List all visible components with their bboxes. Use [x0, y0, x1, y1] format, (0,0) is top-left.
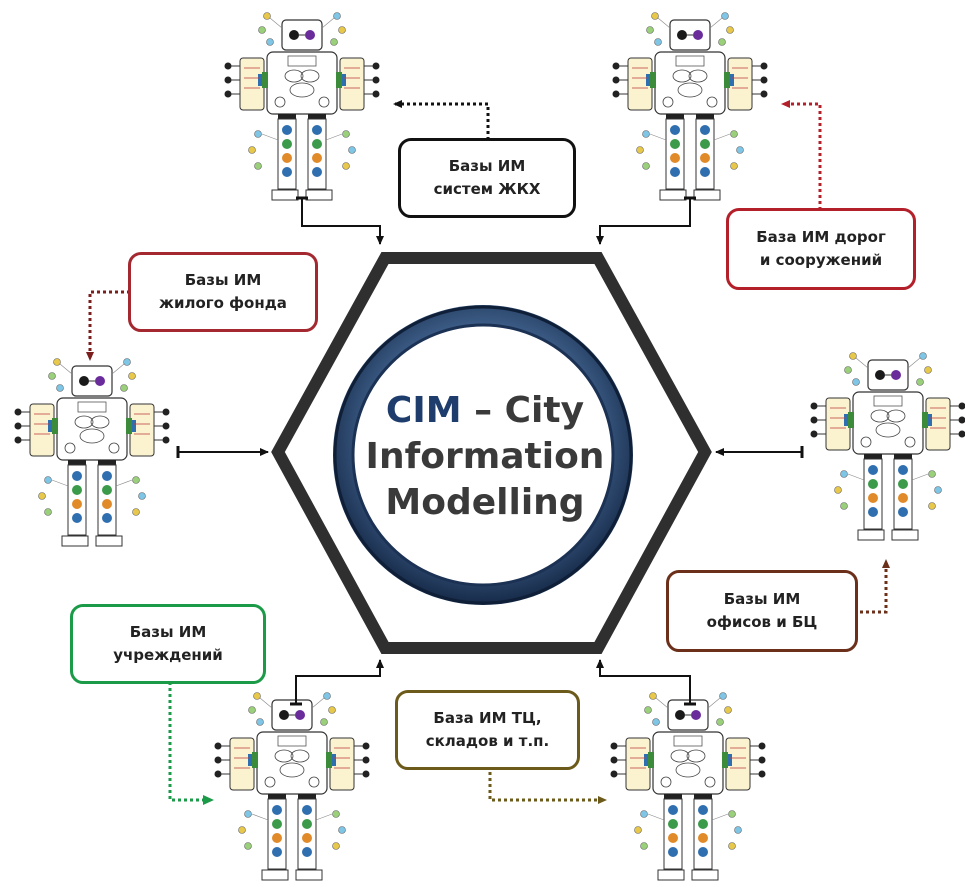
label-roads-line1: База ИМ дорог [756, 227, 886, 246]
center-line1-rest: – City [461, 390, 585, 431]
label-housing: Базы ИМ жилого фонда [128, 252, 318, 332]
label-institutions: Базы ИМ учреждений [70, 604, 266, 684]
model-icon-left [13, 357, 171, 547]
label-offices: Базы ИМ офисов и БЦ [666, 570, 858, 652]
model-icon-right [809, 351, 965, 541]
label-utilities-line1: Базы ИМ [448, 156, 526, 175]
label-roads: База ИМ дорог и сооружений [726, 208, 916, 290]
model-icon-bottom-left [213, 691, 371, 881]
label-roads-line2: и сооружений [759, 251, 883, 269]
label-malls-line1: База ИМ ТЦ, [433, 708, 542, 727]
label-offices-line2: офисов и БЦ [706, 613, 818, 631]
center-acronym: CIM [385, 390, 462, 431]
label-institutions-line2: учреждений [113, 646, 223, 664]
label-utilities-line2: систем ЖКХ [433, 180, 541, 198]
center-line2: Information [365, 436, 605, 477]
label-offices-line1: Базы ИМ [723, 589, 801, 608]
label-housing-line2: жилого фонда [159, 294, 287, 312]
label-malls: База ИМ ТЦ, складов и т.п. [395, 690, 580, 770]
model-icon-top-left [223, 11, 381, 201]
label-malls-line2: складов и т.п. [425, 732, 550, 750]
model-icon-bottom-right [609, 691, 767, 881]
label-utilities: Базы ИМ систем ЖКХ [398, 138, 576, 218]
label-institutions-line1: Базы ИМ [129, 622, 207, 641]
model-icon-top-right [611, 11, 769, 201]
center-line3: Modelling [385, 482, 585, 523]
center-title: CIM – City Information Modelling [360, 388, 610, 526]
solid-connectors [176, 196, 804, 706]
label-housing-line1: Базы ИМ [184, 270, 262, 289]
